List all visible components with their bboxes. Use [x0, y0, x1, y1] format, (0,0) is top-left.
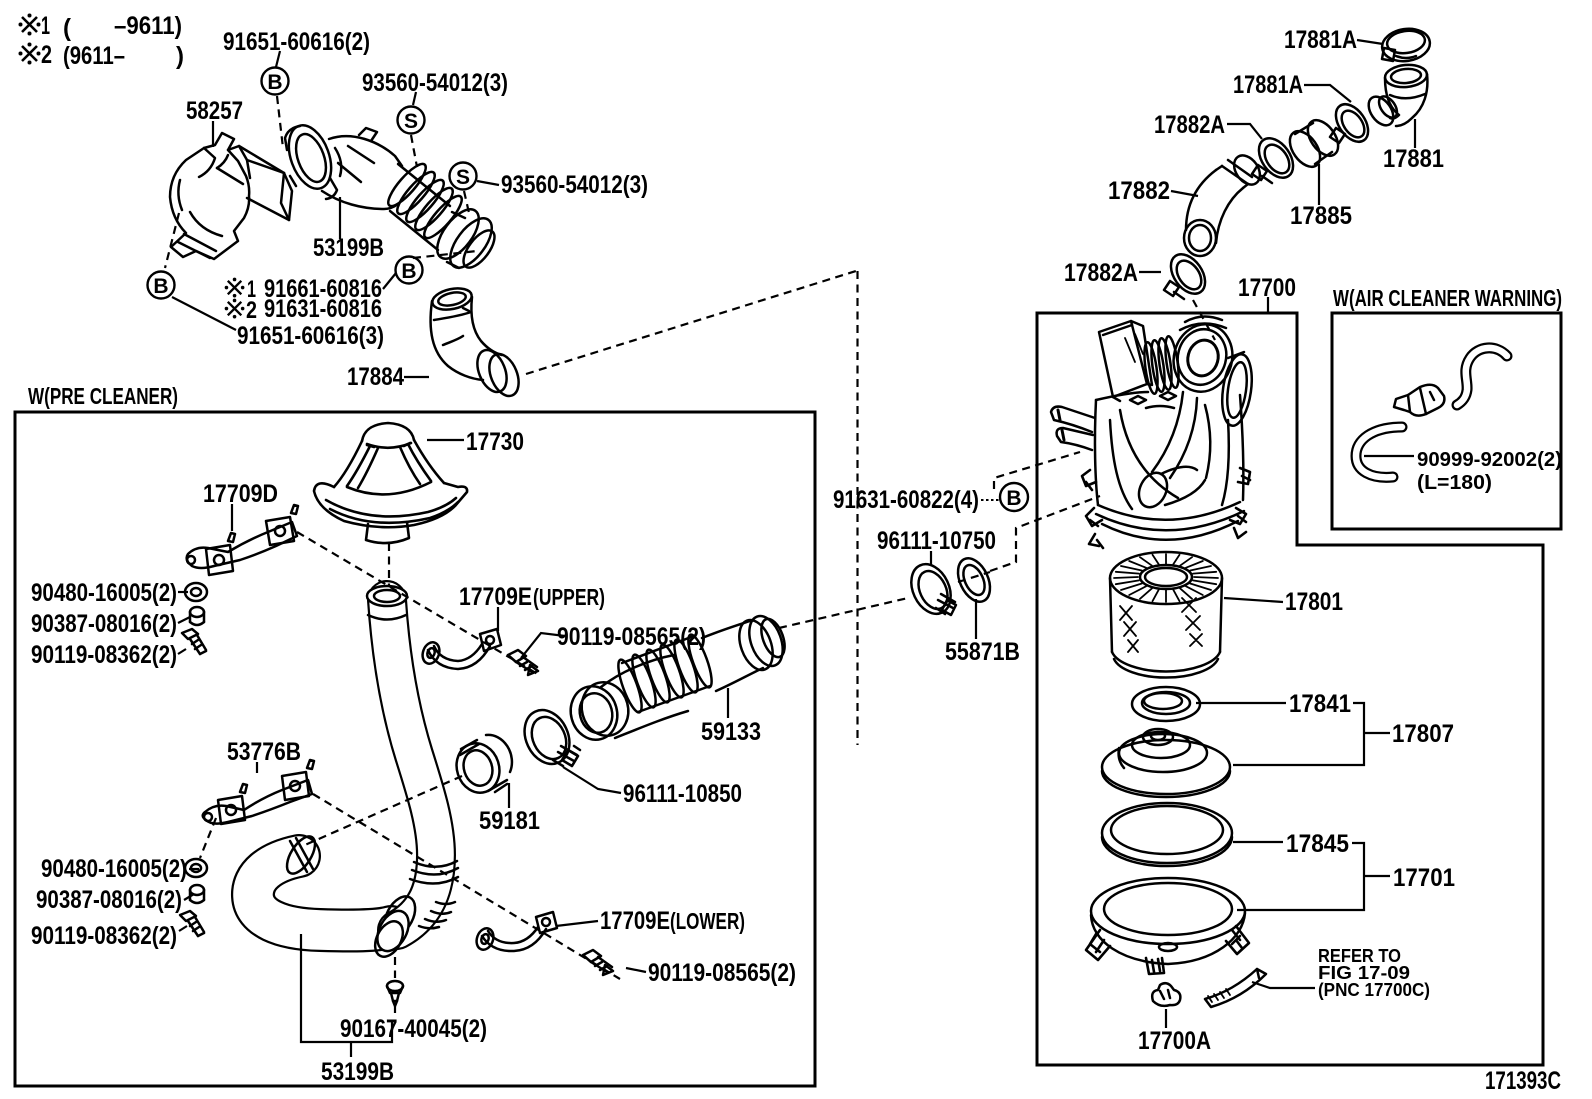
svg-text:17881A: 17881A — [1284, 26, 1357, 54]
svg-text:B: B — [267, 71, 282, 94]
svg-text:58257: 58257 — [186, 97, 243, 125]
svg-text:2: 2 — [41, 41, 52, 69]
svg-text:B: B — [153, 275, 168, 298]
svg-text:53776B: 53776B — [227, 738, 301, 766]
svg-text:90119-08362(2): 90119-08362(2) — [31, 922, 177, 950]
svg-text:(: ( — [63, 14, 72, 42]
svg-text:96111-10750: 96111-10750 — [877, 527, 996, 555]
svg-text:17885: 17885 — [1290, 202, 1352, 230]
svg-text:17801: 17801 — [1285, 588, 1343, 616]
svg-text:(L=180): (L=180) — [1417, 472, 1492, 494]
svg-text:91651-60616(3): 91651-60616(3) — [237, 322, 384, 350]
svg-text:W(AIR CLEANER WARNING): W(AIR CLEANER WARNING) — [1333, 285, 1562, 311]
svg-text:B: B — [1006, 487, 1021, 510]
svg-text:17884: 17884 — [347, 363, 404, 391]
svg-text:17700A: 17700A — [1138, 1027, 1211, 1055]
svg-text:90119-08565(2): 90119-08565(2) — [648, 959, 796, 987]
svg-text:17882A: 17882A — [1154, 111, 1225, 139]
svg-text:90119-08362(2): 90119-08362(2) — [31, 641, 177, 669]
svg-text:91631-60822(4): 91631-60822(4) — [833, 486, 979, 514]
svg-text:FIG 17-09: FIG 17-09 — [1318, 963, 1410, 983]
svg-text:59181: 59181 — [479, 807, 540, 835]
svg-text:1: 1 — [41, 12, 50, 40]
svg-text:17709E: 17709E — [459, 583, 532, 611]
svg-text:90387-08016(2): 90387-08016(2) — [36, 886, 182, 914]
svg-text:REFER TO: REFER TO — [1318, 946, 1401, 966]
svg-text:–9611): –9611) — [114, 12, 182, 40]
svg-text:W(PRE CLEANER): W(PRE CLEANER) — [28, 383, 178, 409]
svg-text:17730: 17730 — [466, 428, 524, 456]
svg-text:96111-10850: 96111-10850 — [623, 780, 742, 808]
svg-text:93560-54012(3): 93560-54012(3) — [362, 69, 508, 97]
svg-text:(LOWER): (LOWER) — [670, 908, 745, 934]
svg-text:53199B: 53199B — [321, 1058, 394, 1086]
svg-text:17709E: 17709E — [600, 907, 670, 935]
svg-text:S: S — [404, 110, 418, 133]
svg-text:17701: 17701 — [1393, 864, 1455, 892]
svg-text:17881A: 17881A — [1233, 71, 1303, 99]
svg-text:90480-16005(2): 90480-16005(2) — [31, 579, 177, 607]
svg-text:90480-16005(2): 90480-16005(2) — [41, 855, 187, 883]
svg-text:17881: 17881 — [1383, 145, 1444, 173]
svg-text:59133: 59133 — [701, 718, 761, 746]
svg-text:90999-92002(2): 90999-92002(2) — [1417, 449, 1562, 471]
svg-text:91651-60616(2): 91651-60616(2) — [223, 28, 370, 56]
svg-text:17841: 17841 — [1289, 690, 1351, 718]
svg-text:): ) — [176, 42, 184, 70]
svg-text:53199B: 53199B — [313, 234, 384, 262]
svg-text:90167-40045(2): 90167-40045(2) — [340, 1015, 487, 1043]
svg-text:17845: 17845 — [1286, 830, 1349, 858]
svg-text:17882: 17882 — [1108, 177, 1170, 205]
svg-text:90119-08565(2): 90119-08565(2) — [557, 623, 706, 651]
svg-text:B: B — [401, 260, 416, 283]
svg-text:17807: 17807 — [1392, 720, 1454, 748]
svg-text:17882A: 17882A — [1064, 259, 1138, 287]
svg-text:1: 1 — [247, 276, 256, 303]
svg-text:2: 2 — [246, 297, 257, 324]
svg-text:S: S — [456, 166, 470, 189]
svg-text:(9611–: (9611– — [63, 42, 125, 70]
svg-text:91661-60816: 91661-60816 — [264, 275, 382, 303]
svg-text:171393C: 171393C — [1485, 1067, 1561, 1095]
svg-text:93560-54012(3): 93560-54012(3) — [501, 171, 648, 199]
svg-text:90387-08016(2): 90387-08016(2) — [31, 610, 177, 638]
svg-text:55871B: 55871B — [945, 638, 1020, 666]
svg-text:(PNC 17700C): (PNC 17700C) — [1318, 980, 1430, 1000]
svg-text:17709D: 17709D — [203, 480, 278, 508]
svg-text:91631-60816: 91631-60816 — [264, 295, 382, 323]
svg-text:(UPPER): (UPPER) — [533, 584, 605, 610]
